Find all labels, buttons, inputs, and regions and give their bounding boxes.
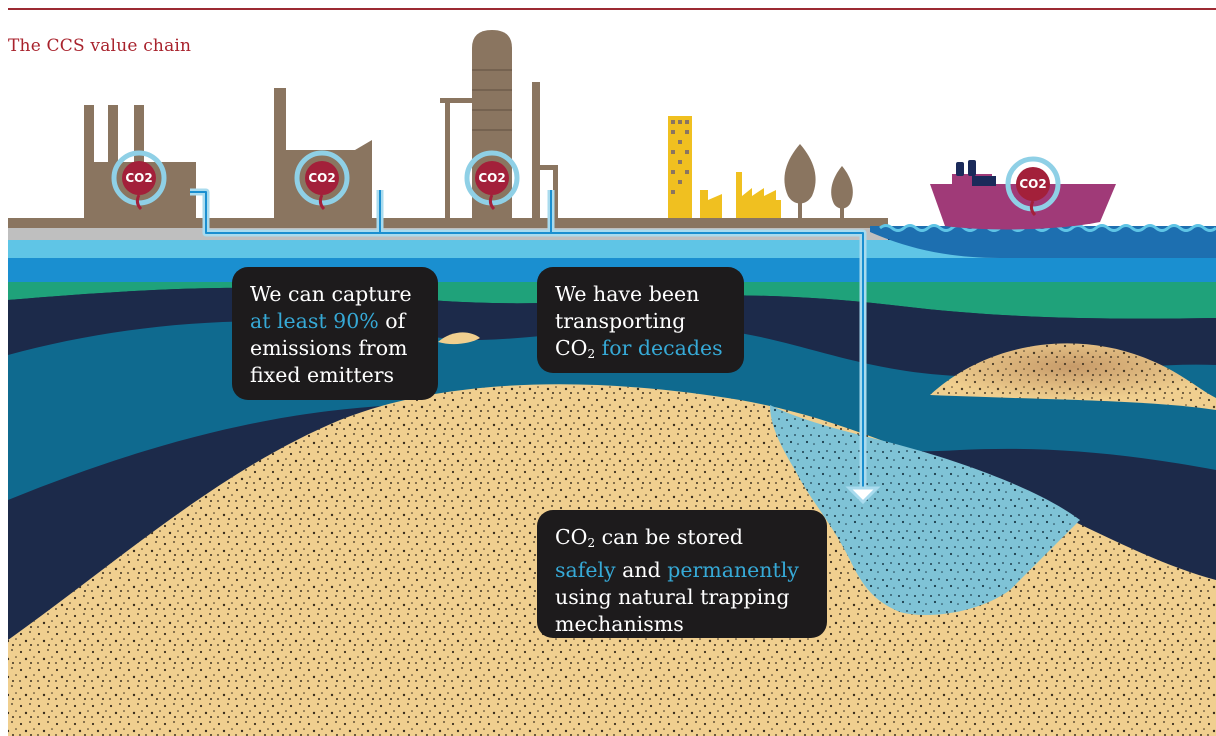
transport-subscript: 2 xyxy=(587,347,596,361)
page-title: The CCS value chain xyxy=(8,36,192,56)
co2-icon: CO2 xyxy=(478,171,505,185)
storage-text-and: and xyxy=(622,558,661,582)
pipeline xyxy=(190,188,867,490)
green-layer xyxy=(8,282,1216,319)
capture-callout: We can capture at least 90% of emissions… xyxy=(232,267,438,400)
transport-text: We have been transporting CO xyxy=(555,282,700,360)
co2-icon: CO2 xyxy=(125,171,152,185)
storage-texture xyxy=(770,405,1080,616)
city xyxy=(668,116,781,218)
dune-texture xyxy=(930,343,1216,410)
storage-callout: CO2 can be stored safely and permanently… xyxy=(537,510,827,638)
co2-icon: CO2 xyxy=(308,171,335,185)
capture-highlight: at least 90% xyxy=(250,309,379,333)
capture-text: We can capture xyxy=(250,282,412,306)
storage-highlight-safely: safely xyxy=(555,558,616,582)
capture-text-end: of emissions from fixed emitters xyxy=(250,309,408,387)
trees xyxy=(784,144,853,218)
storage-text: can be stored xyxy=(601,525,744,549)
transport-callout: We have been transporting CO2 for decade… xyxy=(537,267,744,373)
co2-badge-3: CO2 xyxy=(464,150,520,211)
storage-subscript: 2 xyxy=(587,536,596,550)
sand-patch xyxy=(438,332,480,345)
top-rule xyxy=(8,8,1216,10)
storage-co: CO xyxy=(555,525,588,549)
flow-arrowhead xyxy=(845,486,881,505)
sea xyxy=(870,226,1216,258)
co2-badge-1: CO2 xyxy=(111,150,167,211)
storage-highlight-permanently: permanently xyxy=(667,558,799,582)
co2-icon: CO2 xyxy=(1019,177,1046,191)
co2-badge-2: CO2 xyxy=(294,150,350,211)
storage-text-end: using natural trapping mechanisms xyxy=(555,585,790,636)
co2-badge-ship: CO2 xyxy=(1005,156,1061,217)
transport-highlight: for decades xyxy=(601,336,723,360)
